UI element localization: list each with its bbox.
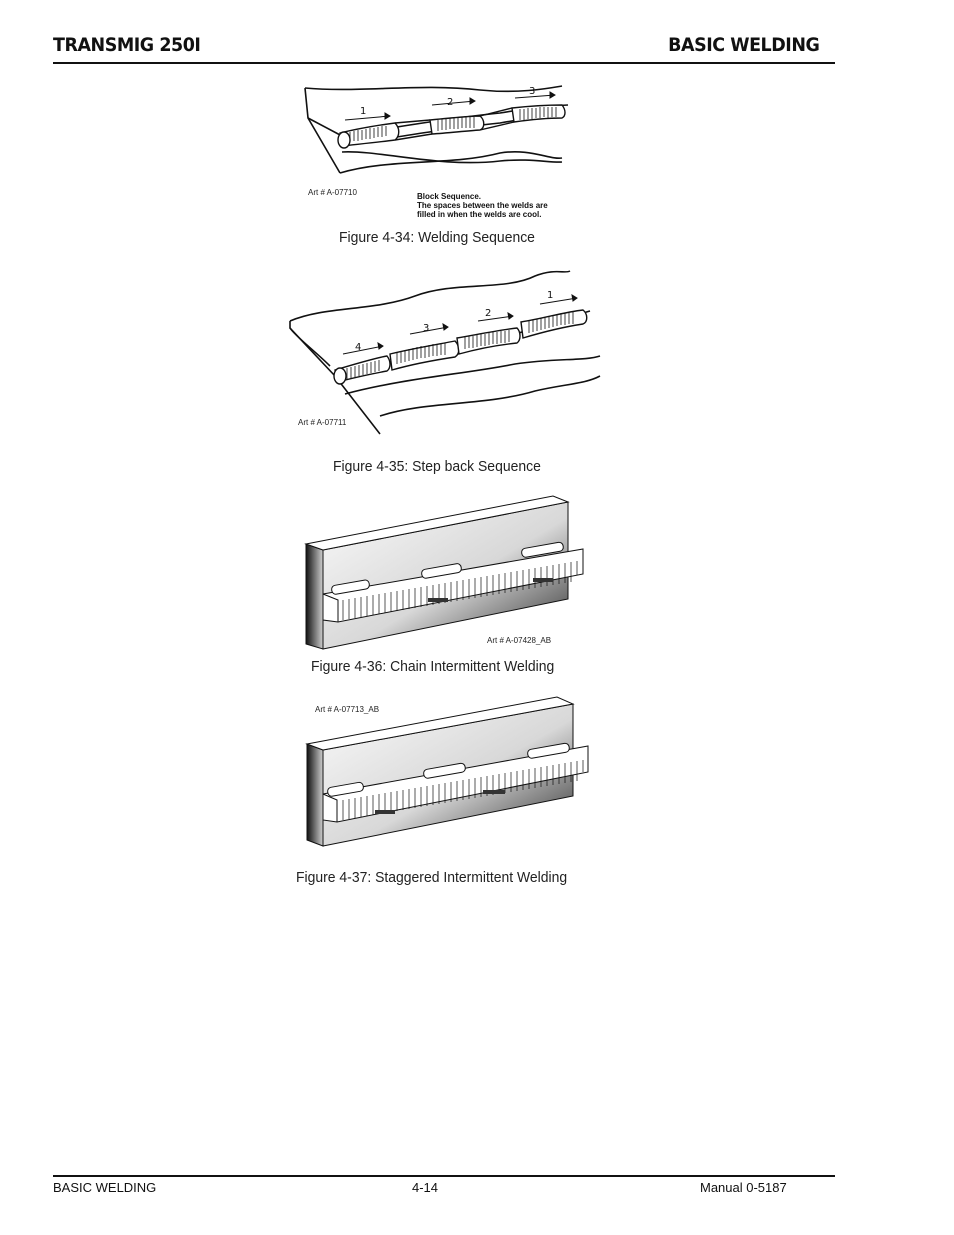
manual-number: Manual 0-5187 — [700, 1180, 787, 1195]
sequence-label-4: 4 — [355, 342, 361, 353]
figure-caption: Figure 4-36: Chain Intermittent Welding — [311, 658, 554, 675]
figure-step-back-illustration: 4 3 2 1 — [285, 266, 605, 436]
header-title: TRANSMIG 250I — [53, 34, 200, 56]
sequence-label-2: 2 — [485, 308, 491, 319]
page-number: 4-14 — [412, 1180, 438, 1195]
figure-caption: Figure 4-37: Staggered Intermittent Weld… — [296, 869, 567, 886]
art-number: Art # A-07710 — [308, 188, 357, 197]
art-number: Art # A-07428_AB — [487, 636, 551, 645]
figure-note: Block Sequence. The spaces between the w… — [417, 192, 548, 219]
sequence-label-2: 2 — [447, 97, 453, 108]
footer-section: BASIC WELDING — [53, 1180, 156, 1195]
figure-chain-intermittent-illustration — [303, 494, 588, 654]
figure-caption: Figure 4-35: Step back Sequence — [333, 458, 541, 475]
sequence-label-3: 3 — [423, 323, 429, 334]
sequence-label-3: 3 — [529, 86, 535, 97]
figure-staggered-intermittent-illustration — [305, 694, 595, 852]
sequence-label-1: 1 — [360, 106, 366, 117]
header-section: BASIC WELDING — [668, 34, 819, 56]
header-rule — [53, 62, 835, 64]
footer-rule — [53, 1175, 835, 1177]
art-number: Art # A-07711 — [298, 418, 346, 427]
sequence-label-1: 1 — [547, 290, 553, 301]
figure-caption: Figure 4-34: Welding Sequence — [339, 229, 535, 246]
